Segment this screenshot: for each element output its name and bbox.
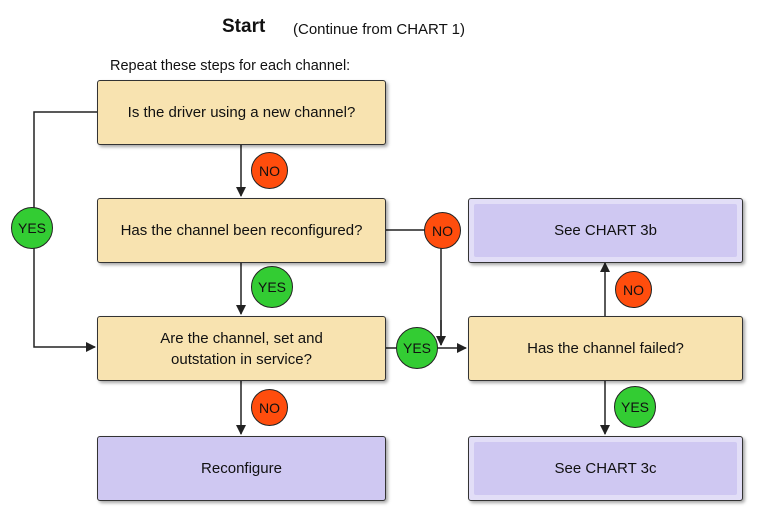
box-in-service: Are the channel, set and outstation in s… [97, 316, 386, 381]
box-chart-3b-label: See CHART 3b [554, 222, 657, 239]
box-reconfigure: Reconfigure [97, 436, 386, 501]
badge-yes-new-channel: YES [11, 207, 53, 249]
badge-no-new-channel: NO [251, 152, 288, 189]
box-new-channel-label: Is the driver using a new channel? [127, 104, 356, 121]
badge-no-reconfigured: NO [424, 212, 461, 249]
box-chart-3c: See CHART 3c [468, 436, 743, 501]
box-in-service-line1: Are the channel, set and [160, 329, 323, 347]
badge-no-in-service: NO [251, 389, 288, 426]
badge-yes-failed: YES [614, 386, 656, 428]
box-chart-3b: See CHART 3b [468, 198, 743, 263]
box-reconfigure-label: Reconfigure [201, 460, 282, 477]
page-title: Start [222, 16, 266, 37]
box-failed: Has the channel failed? [468, 316, 743, 381]
box-new-channel: Is the driver using a new channel? [97, 80, 386, 145]
badge-no-failed: NO [615, 271, 652, 308]
badge-yes-reconfigured: YES [251, 266, 293, 308]
page-subtitle: (Continue from CHART 1) [293, 21, 466, 38]
instruction-text: Repeat these steps for each channel: [110, 58, 351, 74]
box-reconfigured-label: Has the channel been reconfigured? [120, 222, 363, 239]
box-chart-3c-label: See CHART 3c [554, 460, 657, 477]
box-failed-label: Has the channel failed? [527, 340, 684, 357]
badge-yes-in-service: YES [396, 327, 438, 369]
box-reconfigured: Has the channel been reconfigured? [97, 198, 386, 263]
box-in-service-line2: outstation in service? [171, 350, 312, 368]
